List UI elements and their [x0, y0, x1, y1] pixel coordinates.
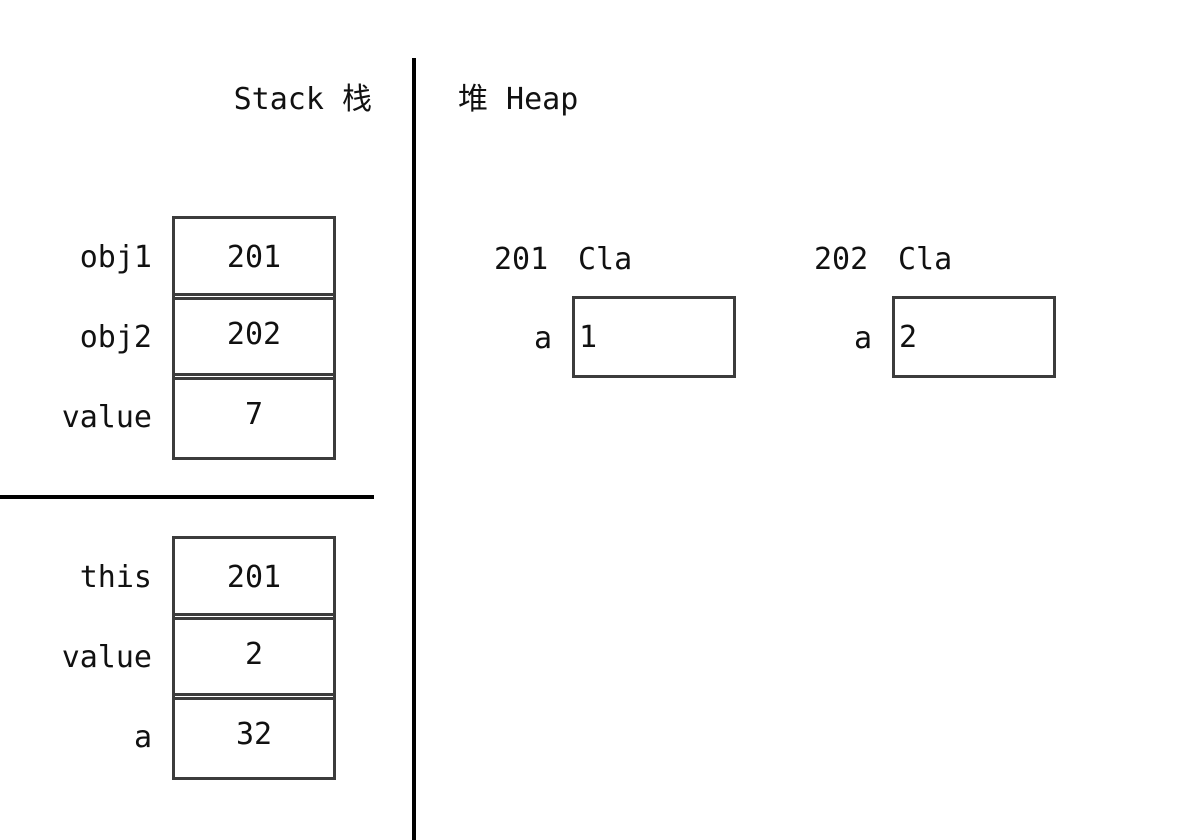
heap-title: 堆 Heap: [458, 82, 579, 117]
slot-value: 201: [172, 216, 336, 300]
stack-slot: obj1 201: [0, 216, 340, 300]
slot-value: 32: [172, 693, 336, 780]
field-value: 1: [572, 296, 736, 378]
stack-heap-divider: [412, 58, 416, 840]
stack-frame-divider: [0, 495, 374, 499]
slot-value: 7: [172, 373, 336, 460]
object-address: 202: [814, 242, 869, 277]
stack-title: Stack 栈: [233, 82, 372, 117]
stack-slot: value 2: [0, 613, 340, 700]
stack-slot: value 7: [0, 373, 340, 460]
stack-slot: this 201: [0, 536, 340, 620]
field-value: 2: [892, 296, 1056, 378]
field-name: a: [853, 321, 872, 356]
slot-name: value: [61, 400, 152, 435]
heap-object: 202 Cla a 2: [814, 240, 1114, 380]
object-class-name: Cla: [898, 242, 953, 277]
heap-object: 201 Cla a 1: [494, 240, 794, 380]
slot-value: 2: [172, 613, 336, 700]
slot-name: value: [61, 640, 152, 675]
stack-frame-method: this 201 value 2 a 32: [0, 536, 340, 780]
stack-slot: a 32: [0, 693, 340, 780]
field-name: a: [533, 321, 552, 356]
slot-name: this: [79, 560, 152, 595]
stack-slot: obj2 202: [0, 293, 340, 380]
slot-value: 201: [172, 536, 336, 620]
slot-name: obj1: [79, 240, 152, 275]
object-address: 201: [494, 242, 549, 277]
stack-frame-main: obj1 201 obj2 202 value 7: [0, 216, 340, 460]
slot-name: a: [133, 720, 152, 755]
slot-value: 202: [172, 293, 336, 380]
object-class-name: Cla: [578, 242, 633, 277]
slot-name: obj2: [79, 320, 152, 355]
